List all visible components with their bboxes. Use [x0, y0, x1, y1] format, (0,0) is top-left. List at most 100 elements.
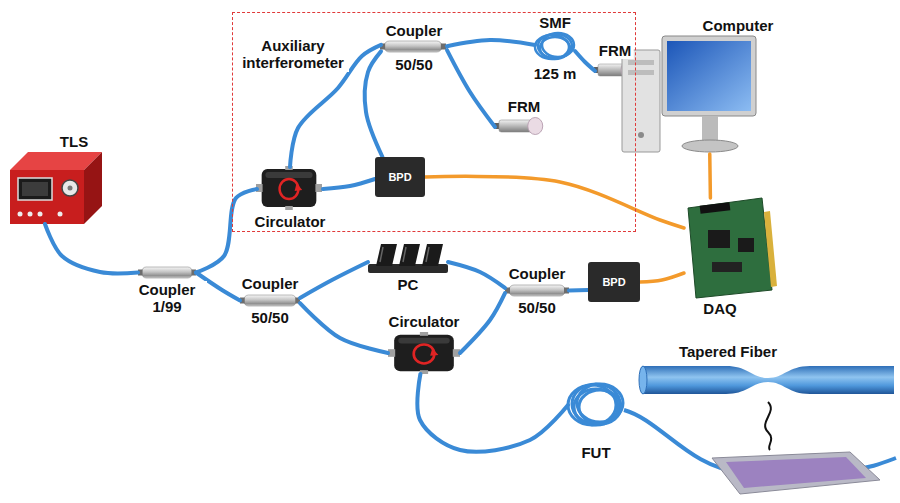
circulator-symbol — [256, 166, 322, 210]
polarization-controller: PC — [368, 244, 448, 274]
device-label: 125 m — [532, 65, 579, 82]
dashed-region: Auxiliary interferometerCirculator Couple… — [232, 12, 636, 232]
computer-icon — [628, 70, 654, 75]
optical-fiber — [45, 224, 138, 273]
signal-cable — [640, 273, 684, 282]
computer: Computer — [620, 36, 756, 154]
device-label: Auxiliary interferometer — [237, 37, 349, 72]
device-label: FRM — [597, 42, 634, 59]
optical-fiber — [417, 374, 568, 452]
device-label: Computer — [701, 17, 776, 34]
device-label: Circulator — [387, 313, 462, 330]
sample-tray — [726, 457, 866, 488]
coupler: Coupler 1/99 — [138, 266, 196, 279]
daq-card: DAQ — [684, 198, 772, 298]
device-label: FUT — [579, 444, 612, 461]
device-label: FRM — [506, 98, 543, 115]
pc-paddles — [376, 244, 397, 266]
tapered-fiber: Tapered Fiber — [640, 362, 896, 398]
fut-coil — [579, 390, 621, 424]
coupler: Coupler50/50 — [381, 41, 447, 54]
device-label: Coupler 1/99 — [127, 281, 207, 316]
tls-device — [10, 170, 84, 224]
daq-card — [700, 202, 731, 214]
computer-icon — [682, 140, 738, 152]
computer-icon — [667, 41, 751, 111]
device-label: 50/50 — [516, 299, 558, 316]
coupler-symbol — [380, 41, 446, 52]
device-label: TLS — [58, 133, 90, 150]
tls-device — [84, 152, 102, 224]
device-label: SMF — [537, 14, 573, 31]
coupler: Coupler50/50 — [240, 294, 300, 307]
computer-icon — [638, 132, 644, 138]
computer-icon — [702, 116, 718, 142]
device-label: BPD — [600, 276, 627, 289]
faraday-mirror: FRM — [595, 61, 635, 81]
daq-card — [708, 230, 730, 248]
optical-fiber — [196, 189, 257, 273]
optical-fiber — [300, 262, 368, 298]
tls-device — [18, 178, 52, 200]
device-label: Coupler — [384, 22, 445, 39]
pc-paddles — [426, 247, 429, 262]
pc-paddles — [380, 247, 383, 262]
tapered-fiber-drawing — [639, 366, 894, 394]
faraday-mirror: FRM — [495, 117, 545, 137]
device-label: Circulator — [253, 213, 328, 230]
tls-device — [58, 212, 63, 217]
device-label: DAQ — [701, 300, 738, 317]
daq-card — [738, 238, 754, 252]
tls-device — [22, 182, 48, 196]
fut-coil — [572, 384, 620, 424]
smf-coil — [535, 33, 574, 59]
tapered-fiber-drawing — [642, 366, 894, 394]
callout-line — [765, 402, 771, 450]
daq-card — [712, 262, 742, 272]
optical-fiber — [365, 51, 383, 157]
coupler-symbol — [240, 295, 300, 306]
tls-device — [28, 212, 33, 217]
computer-icon — [662, 36, 756, 116]
optical-fiber — [569, 288, 588, 293]
daq-card — [688, 198, 772, 298]
pc-paddles — [368, 244, 448, 273]
tls-device — [10, 152, 102, 224]
coupler-symbol — [505, 285, 569, 296]
smf-coil — [540, 37, 570, 59]
light-source: TLS — [10, 152, 102, 224]
optical-fiber — [447, 50, 495, 127]
tls-device — [38, 212, 43, 217]
circulator-symbol — [388, 332, 460, 374]
frm-symbol — [494, 118, 543, 135]
device-label: BPD — [386, 171, 413, 184]
optical-fiber — [300, 303, 388, 353]
optical-fiber — [448, 262, 505, 288]
computer-icon — [622, 50, 660, 152]
tls-device — [68, 186, 73, 191]
coupler-symbol — [138, 267, 196, 278]
pc-paddles — [422, 244, 443, 266]
tapered-fiber-drawing — [639, 366, 647, 394]
device-label: PC — [396, 276, 421, 293]
device-label: Tapered Fiber — [677, 343, 779, 360]
device-label: 50/50 — [249, 309, 291, 326]
device-label: 50/50 — [393, 56, 435, 73]
optical-fiber — [460, 293, 505, 353]
sample-tray — [712, 452, 880, 494]
daq-card — [688, 198, 777, 298]
device-label: Coupler — [240, 275, 301, 292]
optical-fiber — [447, 40, 535, 46]
signal-cable — [425, 176, 684, 228]
photodetector: BPD — [375, 157, 425, 197]
fut-coil — [568, 384, 623, 425]
tls-device — [62, 180, 78, 196]
computer-icon — [622, 36, 756, 152]
photodetector: BPD — [588, 262, 640, 302]
fiber-spool: SMF125 m — [535, 33, 575, 63]
circulator: Circulator — [257, 167, 323, 211]
device-label: Coupler — [507, 265, 568, 282]
